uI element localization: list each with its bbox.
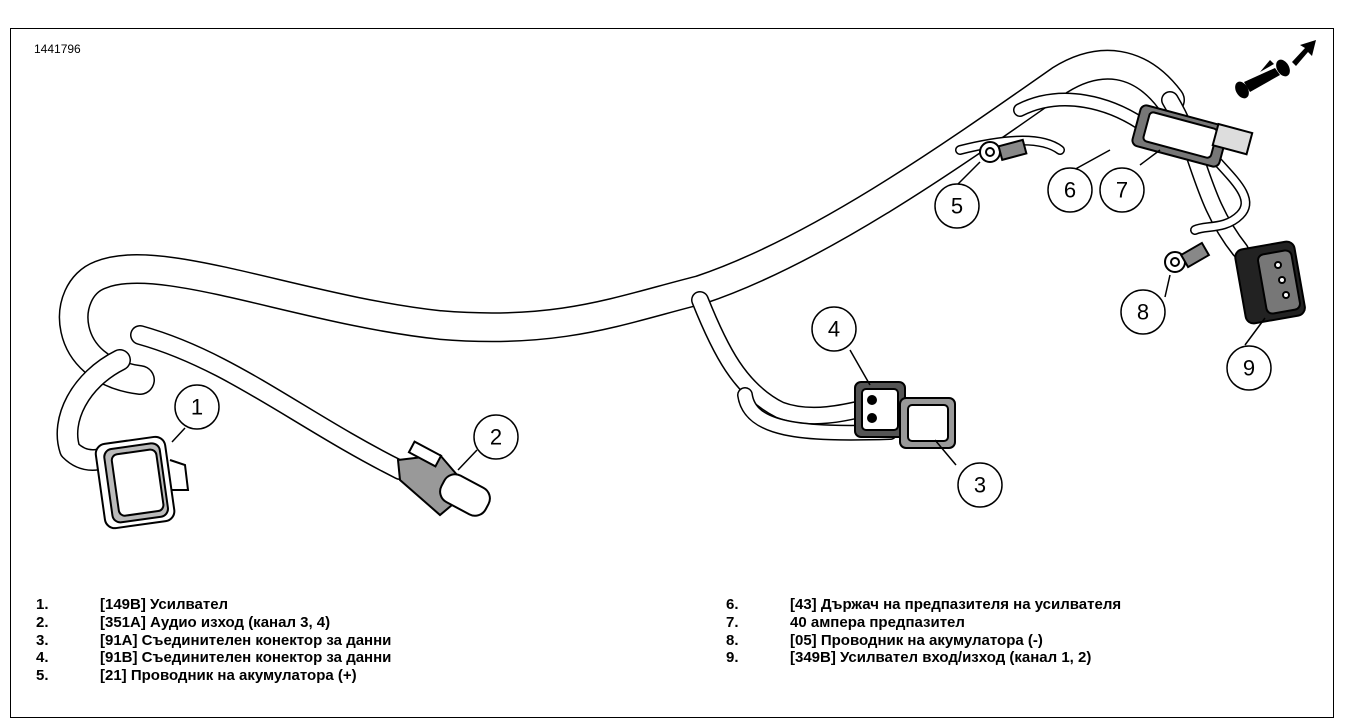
motorcycle-front-arrow-icon <box>1235 40 1316 99</box>
legend-item: 5.[21] Проводник на акумулатора (+) <box>36 667 357 685</box>
legend-item: 3.[91A] Съединителен конектор за данни <box>36 631 392 649</box>
callout-number: 7 <box>1116 178 1128 203</box>
legend-item: 7.40 ампера предпазител <box>726 613 965 631</box>
figure-id: 1441796 <box>34 42 81 56</box>
callout-5 <box>934 183 980 229</box>
legend-item: 9.[349B] Усилвател вход/изход (канал 1, … <box>726 649 1092 667</box>
legend-item: 2.[351A] Аудио изход (канал 3, 4) <box>36 613 331 631</box>
fuse-holder <box>1131 104 1254 168</box>
main-harness <box>56 49 1251 480</box>
callout-1 <box>174 384 220 430</box>
figure-frame <box>10 28 1334 718</box>
callout-number: 3 <box>974 473 986 498</box>
callout-number: 5 <box>951 194 963 219</box>
callout-number: 9 <box>1243 356 1255 381</box>
connector-349b <box>1234 240 1306 325</box>
connector-351a <box>396 440 491 517</box>
callout-2 <box>473 414 519 460</box>
callouts <box>174 167 1272 508</box>
callout-number: 8 <box>1137 300 1149 325</box>
legend-right: 6.[43] Държач на предпазителя на усилват… <box>726 596 1121 667</box>
callout-number: 6 <box>1064 178 1076 203</box>
callout-numbers: 1 2 3 4 5 6 7 8 9 <box>191 178 1255 498</box>
legend-item: 8.[05] Проводник на акумулатора (-) <box>726 631 1043 649</box>
callout-4 <box>811 306 857 352</box>
callout-number: 4 <box>828 317 840 342</box>
callout-8 <box>1120 289 1166 335</box>
callout-6 <box>1047 167 1093 213</box>
legend-item: 1.[149B] Усилвател <box>36 596 229 613</box>
legend-left: 1.[149B] Усилвател 2.[351A] Аудио изход … <box>36 596 391 685</box>
legend-item: 6.[43] Държач на предпазителя на усилват… <box>726 596 1122 613</box>
ring-terminal-5 <box>979 138 1028 163</box>
connector-91a-91b <box>854 381 956 449</box>
callout-number: 2 <box>490 425 502 450</box>
connector-149b <box>94 435 190 530</box>
callout-7 <box>1099 167 1145 213</box>
callout-9 <box>1226 345 1272 391</box>
callout-number: 1 <box>191 395 203 420</box>
ring-terminal-8 <box>1164 241 1211 273</box>
legend-item: 4.[91B] Съединителен конектор за данни <box>36 649 392 667</box>
leader-lines <box>171 149 1266 471</box>
callout-3 <box>957 462 1003 508</box>
